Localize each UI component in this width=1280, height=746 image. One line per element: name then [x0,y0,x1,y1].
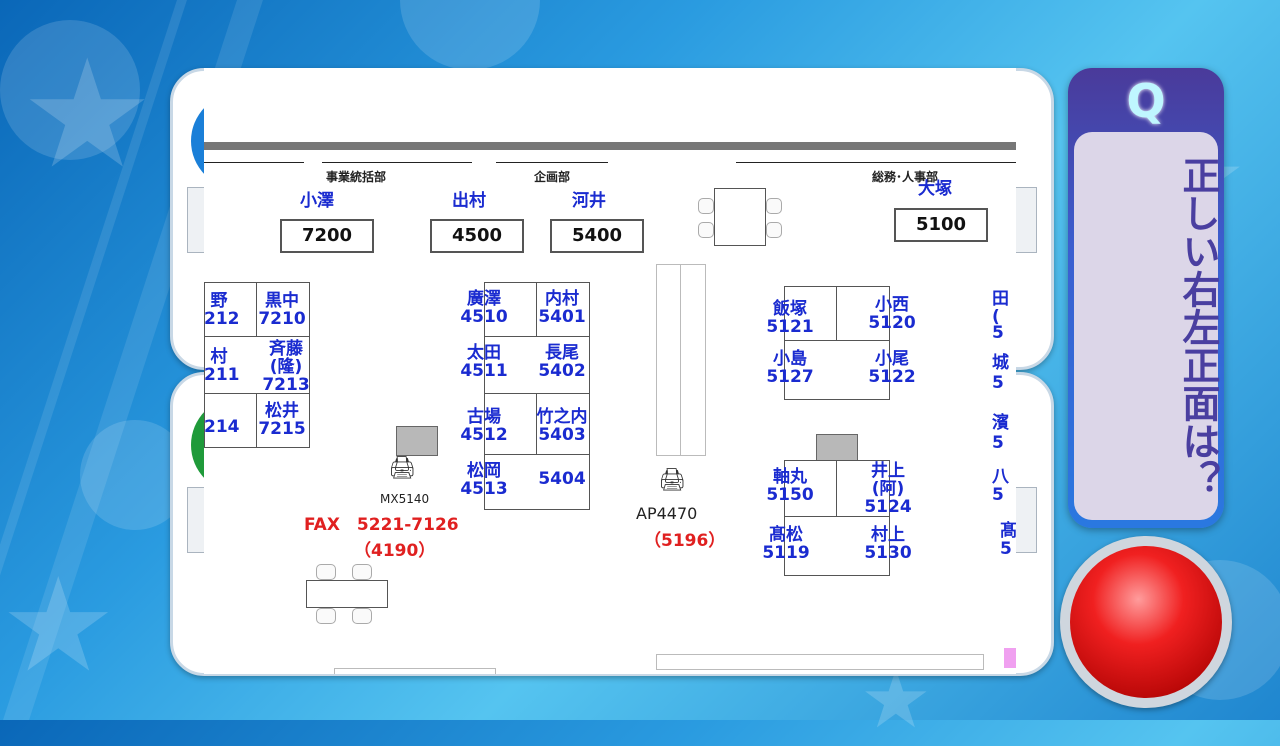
desk-cell: 髙松 5119 [762,525,810,563]
bubble [0,20,140,160]
desk-cell: 飯塚 5121 [766,299,814,337]
desk-cell: 村上 5130 [864,525,912,563]
desk-cell-partial: 濱 [992,413,1009,433]
staff-name: 小澤 [300,191,334,211]
fax-extension: （4190） [354,541,436,561]
question-text: 正しい右左正面は？ [1176,156,1220,498]
desk-cell-partial: 八 [992,467,1009,487]
chair [766,222,782,238]
desk-cell: 小島 5127 [766,349,814,387]
printer-icon: 🖨 [388,456,416,481]
staff-name: 大塚 [918,179,952,199]
desk-cell-partial: 5 [992,433,1004,453]
desk-cell: 長尾 5402 [538,343,586,381]
desk-cell-partial: 5 [992,323,1004,343]
desk-cell: 5404 [538,469,586,489]
desk-cell-partial: 髙 [1000,521,1016,541]
desk-cell: 黒中 7210 [258,291,306,329]
meeting-table [714,188,766,246]
staff-name: 出村 [452,191,486,211]
storage-rack [680,264,706,456]
storage-rack [334,668,496,674]
dept-label: 総務･人事部 [872,170,939,184]
desk-cell: 松井 7215 [258,401,306,439]
desk-cell: 野 212 [204,291,240,329]
extension-box: 4500 [430,219,524,253]
star-shape: ★ [0,549,117,701]
light-beam [0,0,187,720]
desk-cell: 214 [204,417,240,437]
star-shape: ★ [20,28,155,202]
extension-box: 7200 [280,219,374,253]
chair [698,222,714,238]
extension-box: 5100 [894,208,988,242]
desk-cell: 廣澤 4510 [460,289,508,327]
meeting-table [306,580,388,608]
desk-cell: 井上 (阿) 5124 [864,461,912,517]
divider [322,162,472,163]
printer-label: AP4470 [636,504,698,523]
extension-box: 5400 [550,219,644,253]
desk-cell: 小西 5120 [868,295,916,333]
desk-cell: 斉藤 (隆) 7213 [262,339,310,395]
desk-cell: 竹之内 5403 [536,407,588,445]
chair [316,564,336,580]
floor-plan-image: 事業統括部 企画部 総務･人事部 小澤 7200 出村 4500 河井 5400… [204,68,1016,674]
desk-cell: 軸丸 5150 [766,467,814,505]
fax-number: FAX 5221-7126 [304,515,459,535]
desk-divider [784,340,890,399]
desk-cell: 内村 5401 [538,289,586,327]
bubble [400,0,540,70]
wall [204,142,1016,150]
desk-cell-partial: 田 ( [992,289,1009,327]
desk-divider [484,336,590,394]
question-panel: Q 正しい右左正面は？ [1068,68,1224,528]
desk-cell-partial: 5 [1000,539,1012,559]
desk-cell-partial: 5 [992,373,1004,393]
chair [352,608,372,624]
question-body: 正しい右左正面は？ [1074,132,1220,520]
printer-label: MX5140 [380,492,430,506]
marker [1004,648,1016,668]
desk-cell: 古場 4512 [460,407,508,445]
chair [316,608,336,624]
dept-label: 事業統括部 [326,170,387,184]
equipment [816,434,858,462]
storage-rack [656,264,682,456]
question-mark: Q [1126,74,1166,128]
desk-divider [204,336,310,394]
dept-label: 企画部 [534,170,571,184]
chair [766,198,782,214]
divider [496,162,608,163]
equipment [396,426,438,456]
printer-icon: 🖨 [658,468,686,493]
desk-divider [484,454,590,509]
desk-cell: 松岡 4513 [460,461,508,499]
desk-cell: 村 211 [204,347,240,385]
divider [204,162,304,163]
staff-name: 河井 [572,191,606,211]
desk-cell: 小尾 5122 [868,349,916,387]
storage-rack [656,654,984,670]
answer-buzzer-button[interactable] [1070,546,1222,698]
chair [698,198,714,214]
chair [352,564,372,580]
desk-cell-partial: 城 [992,353,1009,373]
desk-divider [784,516,890,575]
printer-extension: （5196） [644,531,726,551]
divider [736,162,1016,163]
desk-cell-partial: 5 [992,485,1004,505]
desk-cell: 太田 4511 [460,343,508,381]
